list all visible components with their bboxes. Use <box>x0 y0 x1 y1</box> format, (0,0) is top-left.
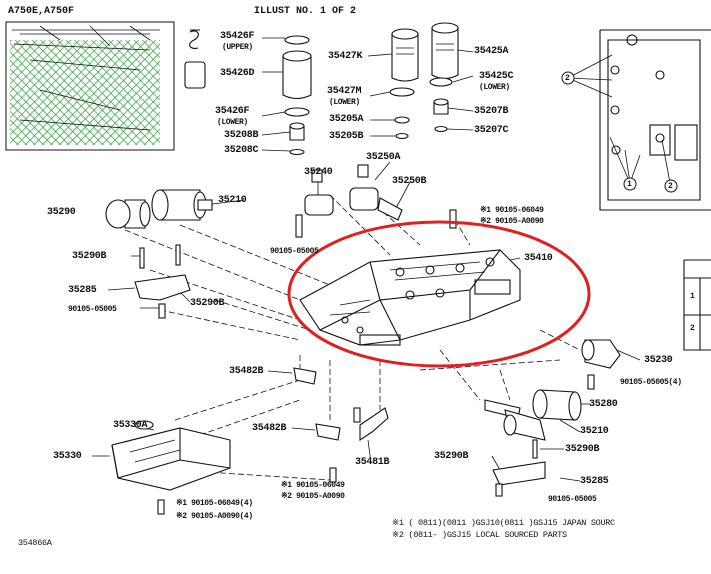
highlight-circle <box>287 220 591 368</box>
label-bolt-mid-2[interactable]: ※2 90105-A0090 <box>281 492 345 501</box>
label-35482b-a[interactable]: 35482B <box>229 366 264 377</box>
illust-number: ILLUST NO. 1 OF 2 <box>254 6 357 17</box>
label-35208c[interactable]: 35208C <box>224 145 259 156</box>
note-local-sourced: ※2 (0811- )GSJ15 LOCAL SOURCED PARTS <box>392 530 567 540</box>
callout-1: 1 <box>627 180 632 189</box>
label-35210-bottom[interactable]: 35210 <box>580 426 609 437</box>
label-35330a[interactable]: 35330A <box>113 420 148 431</box>
label-35426d[interactable]: 35426D <box>220 68 255 79</box>
label-bolt-top-1[interactable]: ※1 90105-06049 <box>480 206 544 215</box>
label-90105-05005-c[interactable]: 90105-05005(4) <box>620 378 682 387</box>
label-35427m[interactable]: 35427M <box>327 86 362 97</box>
label-90105-05005-a[interactable]: 90105-05005 <box>270 247 319 256</box>
label-35481b[interactable]: 35481B <box>355 457 390 468</box>
label-35426f-lower-sub: (LOWER) <box>217 118 248 127</box>
label-35290[interactable]: 35290 <box>47 207 76 218</box>
label-35410[interactable]: 35410 <box>524 253 553 264</box>
label-bolt-bottom-2[interactable]: ※2 90105-A0090(4) <box>176 512 253 521</box>
label-35425c-sub: (LOWER) <box>479 83 510 92</box>
label-35207b[interactable]: 35207B <box>474 106 509 117</box>
label-35330[interactable]: 35330 <box>53 451 82 462</box>
label-90105-05005-d[interactable]: 90105-05005 <box>548 495 597 504</box>
valve-body-assembly <box>299 249 521 346</box>
label-35280[interactable]: 35280 <box>589 399 618 410</box>
label-35290b-mid[interactable]: 35290B <box>434 451 469 462</box>
label-35285-left[interactable]: 35285 <box>68 285 97 296</box>
label-35290b-left2[interactable]: 35290B <box>190 298 225 309</box>
lower-solenoids <box>293 339 621 497</box>
label-35208b[interactable]: 35208B <box>224 130 259 141</box>
label-35205b[interactable]: 35205B <box>329 131 364 142</box>
label-35250a[interactable]: 35250A <box>366 152 401 163</box>
table-row-2: 2 <box>690 324 695 333</box>
label-35426f-lower[interactable]: 35426F <box>215 106 250 117</box>
accumulator-parts <box>184 22 459 156</box>
callout-2-bottom: 2 <box>668 182 673 191</box>
note-japan-sourced: ※1 ( 0811)(0811 )GSJ10(0811 )GSJ15 JAPAN… <box>392 518 615 528</box>
label-35425a[interactable]: 35425A <box>474 46 509 57</box>
label-35425c[interactable]: 35425C <box>479 71 514 82</box>
label-bolt-mid-1[interactable]: ※1 90105-06049 <box>281 481 345 490</box>
label-bolt-top-2[interactable]: ※2 90105-A0090 <box>480 217 544 226</box>
label-35426f-upper[interactable]: 35426F <box>220 31 255 42</box>
callout-2-top: 2 <box>565 74 570 83</box>
solenoid-parts <box>105 164 457 319</box>
label-35240[interactable]: 35240 <box>304 167 333 178</box>
label-35207c[interactable]: 35207C <box>474 125 509 136</box>
label-35230[interactable]: 35230 <box>644 355 673 366</box>
label-35250b[interactable]: 35250B <box>392 176 427 187</box>
label-35482b-b[interactable]: 35482B <box>252 423 287 434</box>
label-35205a[interactable]: 35205A <box>329 114 364 125</box>
label-bolt-bottom-1[interactable]: ※1 90105-06049(4) <box>176 499 253 508</box>
diagram-ref: 354866A <box>18 538 52 548</box>
valve-body-plate-outline <box>561 29 711 351</box>
label-35427k[interactable]: 35427K <box>328 51 363 62</box>
location-inset <box>5 21 175 151</box>
oil-strainer <box>111 420 231 515</box>
model-title: A750E,A750F <box>8 6 75 17</box>
label-35210-top[interactable]: 35210 <box>218 195 247 206</box>
label-35427m-sub: (LOWER) <box>329 98 360 107</box>
label-35285-right[interactable]: 35285 <box>580 476 609 487</box>
table-row-1: 1 <box>690 292 695 301</box>
label-35290b-right[interactable]: 35290B <box>565 444 600 455</box>
label-35290b-left[interactable]: 35290B <box>72 251 107 262</box>
label-35426f-upper-sub: (UPPER) <box>222 43 253 52</box>
assembly-lines <box>124 194 581 481</box>
label-90105-05005-b[interactable]: 90105-05005 <box>68 305 117 314</box>
